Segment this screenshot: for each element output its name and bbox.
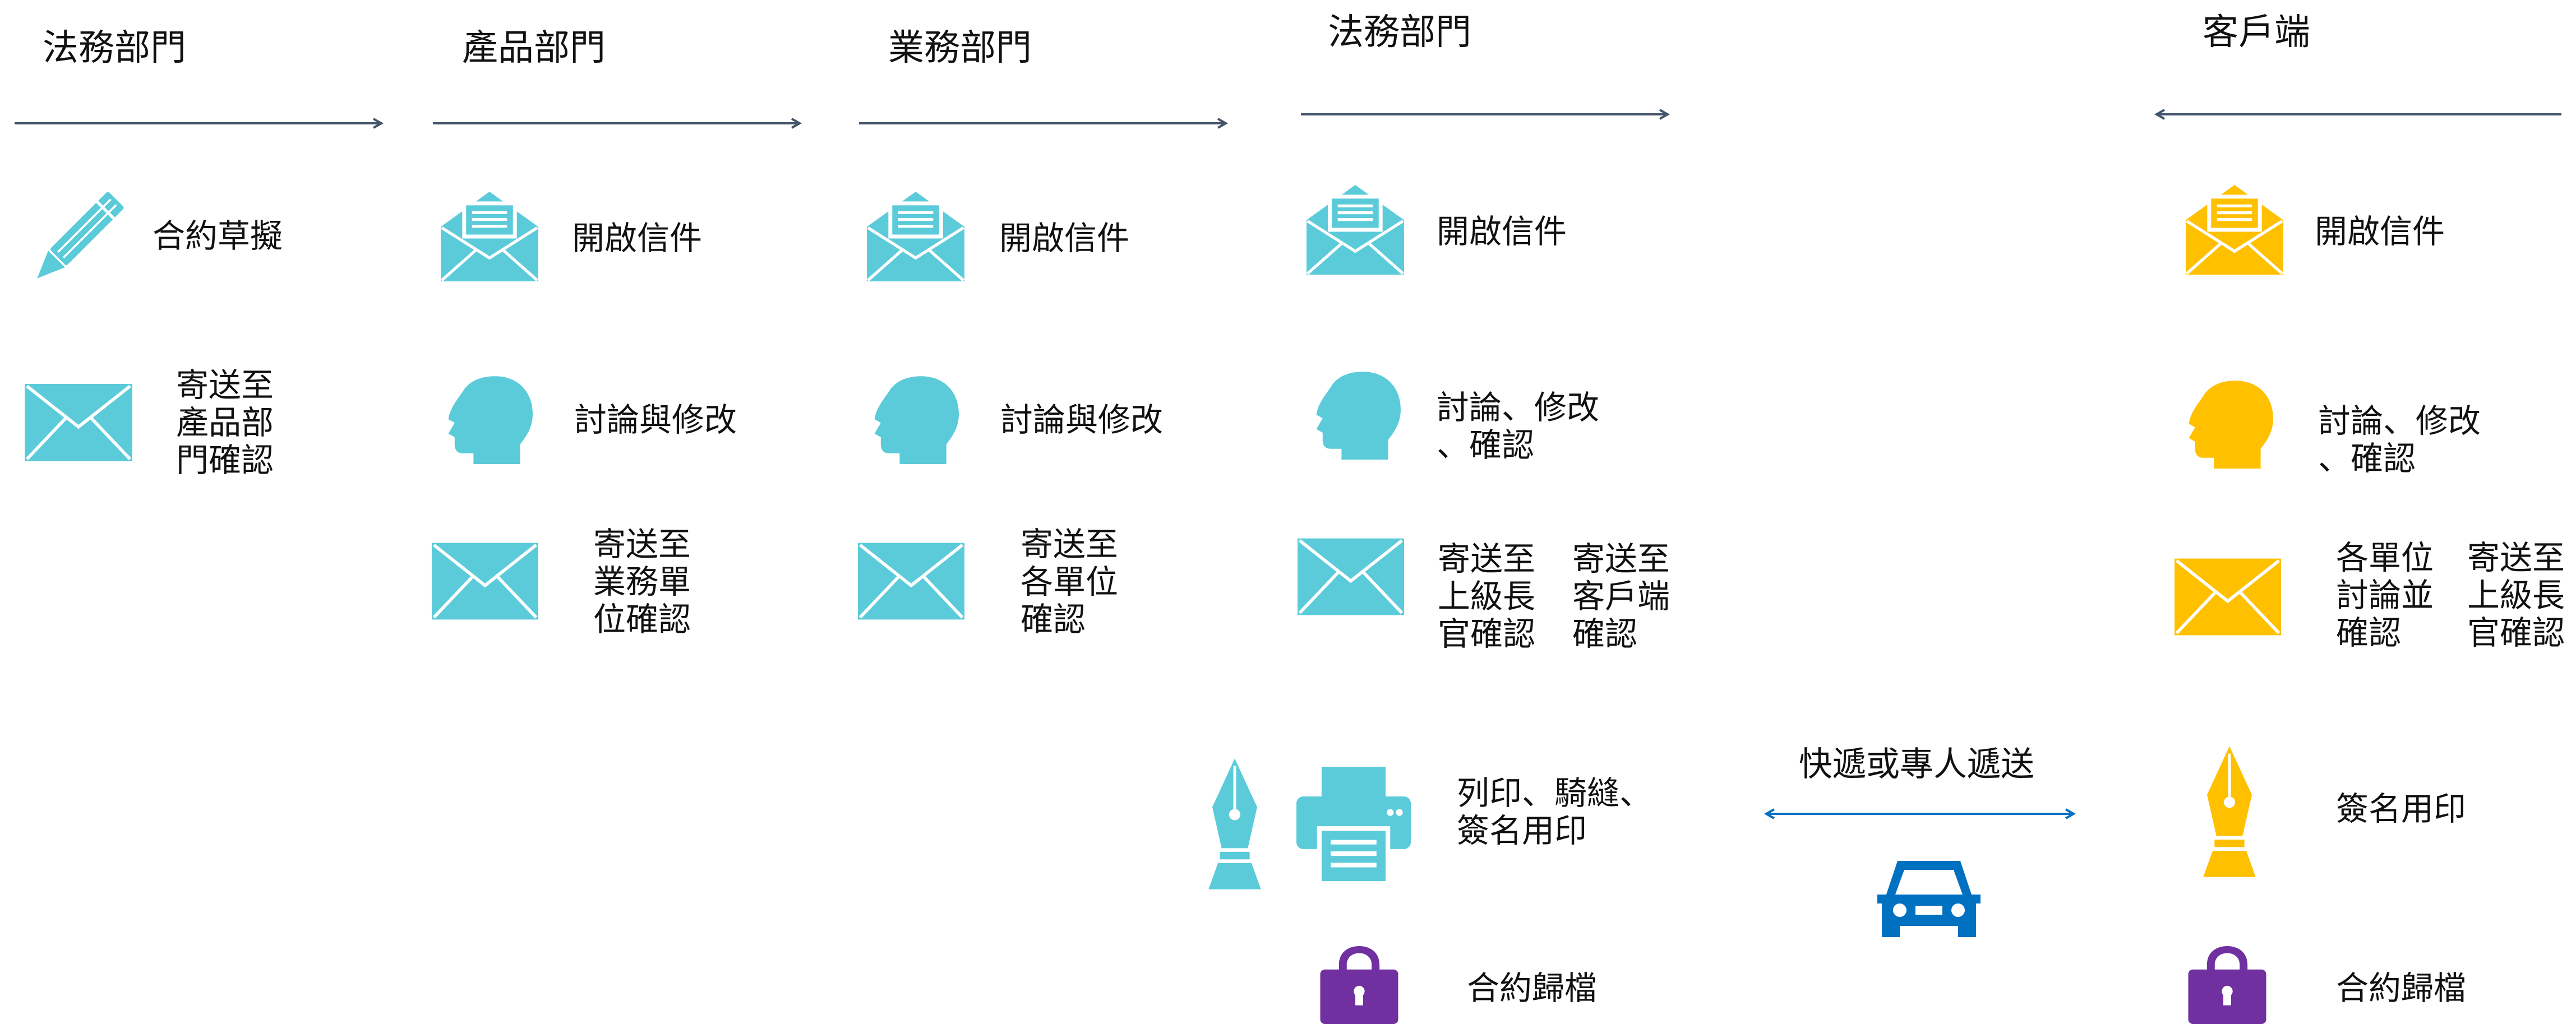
step-label-secondary: 寄送至 客戶端 確認: [1572, 540, 1670, 653]
pen-nib-icon: [2201, 745, 2258, 878]
flow-arrow-left: [2154, 109, 2561, 120]
open-envelope-icon: [2186, 185, 2283, 275]
lane-product: 產品部門 開啟信件 討論與修改 寄送至 業務單 位確認: [415, 0, 830, 673]
envelope-icon: [432, 543, 538, 620]
flow-arrow-right: [433, 118, 802, 129]
step-label: 合約歸檔: [2336, 969, 2467, 1007]
step-label: 列印、騎縫、 簽名用印: [1457, 774, 1652, 850]
step-label: 開啟信件: [999, 219, 1130, 257]
step-label: 討論與修改: [574, 401, 737, 439]
envelope-icon: [2175, 555, 2281, 639]
head-icon: [2183, 379, 2273, 469]
step-label-secondary: 寄送至 上級長 官確認: [2467, 539, 2565, 652]
envelope-icon: [25, 384, 132, 461]
head-icon: [1311, 370, 1401, 460]
pencil-icon: [27, 191, 125, 289]
open-envelope-icon: [867, 192, 964, 281]
step-label: 開啟信件: [2315, 212, 2445, 251]
head-icon: [869, 374, 959, 464]
lane-header: 業務部門: [888, 27, 1032, 69]
step-label: 寄送至 各單位 確認: [1021, 525, 1119, 638]
step-label: 討論與修改: [1000, 401, 1164, 439]
step-label: 開啟信件: [572, 219, 703, 257]
step-label: 寄送至 業務單 位確認: [593, 525, 691, 638]
delivery-label: 快遞或專人遞送: [1799, 745, 2034, 784]
pen-nib-icon: [1207, 758, 1263, 890]
padlock-icon: [2172, 946, 2282, 1024]
flow-arrow-right: [859, 118, 1229, 129]
flow-arrow-right: [1301, 109, 1670, 120]
step-label: 合約草擬: [153, 217, 283, 255]
padlock-icon: [1304, 946, 1414, 1024]
lane-header: 客戶端: [2203, 12, 2310, 53]
lane-client: 客戶端 開啟信件 討論、修改 、確認 各單位 討論並 確認 寄送至 上級長 官確…: [2131, 0, 2576, 1024]
lane-header: 法務部門: [1328, 12, 1471, 53]
envelope-icon: [1298, 538, 1404, 615]
step-label: 合約歸檔: [1467, 969, 1598, 1007]
double-arrow: [1764, 808, 2076, 819]
open-envelope-icon: [441, 192, 538, 281]
lane-legal-1: 法務部門 合約草擬 寄送至 產品部 門確認: [0, 0, 404, 560]
step-label: 寄送至 上級長 官確認: [1438, 540, 1536, 653]
step-label: 開啟信件: [1437, 212, 1567, 251]
head-icon: [443, 374, 533, 464]
lane-legal-2: 法務部門 開啟信件 討論、修改 、確認 寄送至 上級長 官確認 寄送至 客戶端 …: [1206, 0, 1738, 1024]
step-label: 簽名用印: [2336, 790, 2467, 828]
step-label: 寄送至 產品部 門確認: [176, 366, 274, 479]
delivery: 快遞或專人遞送: [1761, 729, 2076, 964]
lane-header: 法務部門: [43, 27, 186, 69]
car-icon: [1873, 854, 1985, 948]
flow-arrow-right: [15, 118, 384, 129]
step-label: 討論、修改 、確認: [1437, 388, 1600, 464]
lane-sales: 業務部門 開啟信件 討論與修改 寄送至 各單位 確認: [841, 0, 1256, 673]
lane-header: 產品部門: [462, 27, 606, 69]
printer-icon: [1296, 767, 1411, 881]
envelope-icon: [858, 543, 964, 620]
step-label: 各單位 討論並 確認: [2336, 539, 2434, 652]
step-label: 討論、修改 、確認: [2318, 402, 2481, 478]
open-envelope-icon: [1307, 185, 1404, 275]
